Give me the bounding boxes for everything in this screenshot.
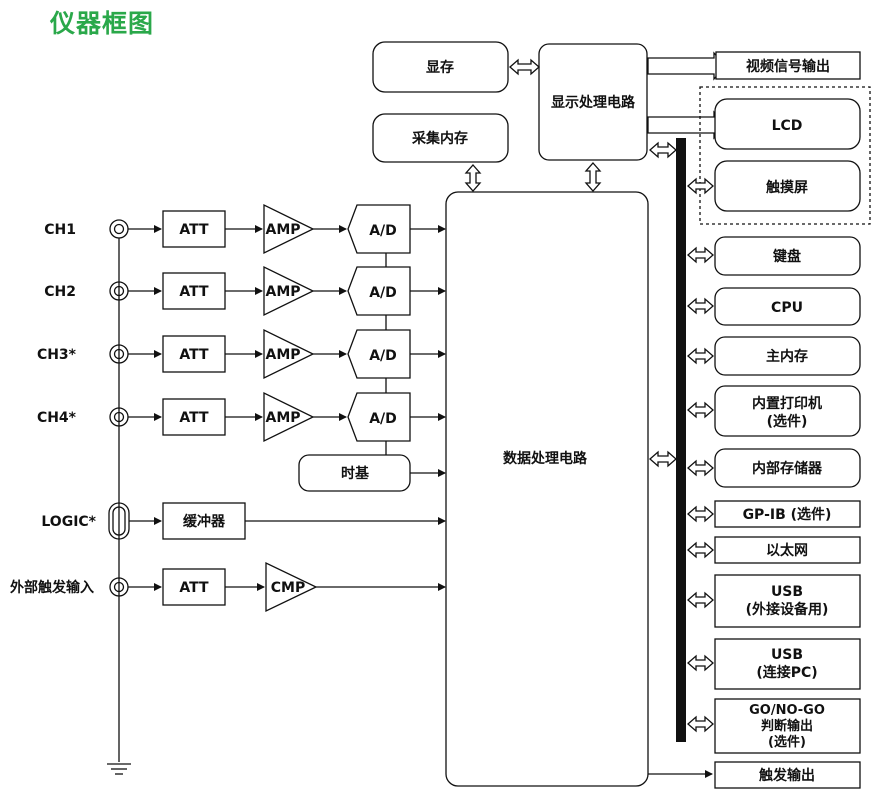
ext-att-box bbox=[162, 568, 226, 606]
video-out-box bbox=[715, 51, 861, 80]
usb-pc-label-line2: (连接PC) bbox=[756, 664, 817, 681]
keyboard-box bbox=[714, 236, 861, 276]
vram-box bbox=[372, 41, 509, 93]
cpu-label: CPU bbox=[771, 300, 803, 316]
internal-storage-box bbox=[714, 448, 861, 488]
ext-trigger-label: 外部触发输入 bbox=[10, 579, 94, 596]
acq-memory-box bbox=[372, 113, 509, 163]
gonogo-box bbox=[714, 698, 861, 754]
gpib-box bbox=[714, 500, 861, 528]
printer-label-line2: (选件) bbox=[767, 413, 808, 430]
channel-row-3 bbox=[109, 328, 446, 380]
cpu-box bbox=[714, 287, 861, 326]
peripheral-links bbox=[687, 177, 714, 733]
channel-row-1 bbox=[109, 203, 446, 255]
usb-device-label-line1: USB bbox=[771, 584, 803, 600]
att-label-1: ATT bbox=[179, 222, 209, 238]
ch1-label: CH1 bbox=[44, 222, 76, 238]
att-label-2: ATT bbox=[179, 284, 209, 300]
display-proc-box bbox=[538, 43, 648, 161]
ch4-label: CH4* bbox=[37, 410, 77, 426]
keyboard-label: 键盘 bbox=[772, 248, 801, 265]
usb-device-box bbox=[714, 574, 861, 628]
system-bus bbox=[676, 138, 686, 742]
amp-label-3: AMP bbox=[265, 347, 300, 363]
video-out-arrow bbox=[647, 51, 727, 81]
acq-memory-label: 采集内存 bbox=[411, 130, 468, 147]
amp-label-2: AMP bbox=[265, 284, 300, 300]
amp-label-4: AMP bbox=[265, 410, 300, 426]
adc-label-1: A/D bbox=[369, 223, 397, 239]
data-proc-box bbox=[445, 191, 649, 787]
buffer-box bbox=[162, 502, 246, 540]
trigger-out-box bbox=[714, 761, 861, 789]
adc-label-2: A/D bbox=[369, 285, 397, 301]
display-group bbox=[699, 86, 871, 225]
timebase-label: 时基 bbox=[341, 465, 370, 482]
amp-label-1: AMP bbox=[265, 222, 300, 238]
logic-label: LOGIC* bbox=[41, 514, 96, 530]
main-memory-box bbox=[714, 336, 861, 376]
touch-box bbox=[714, 160, 861, 212]
trigger-out-label: 触发输出 bbox=[758, 767, 815, 784]
usb-pc-label-line1: USB bbox=[771, 647, 803, 663]
buffer-label: 缓冲器 bbox=[183, 513, 226, 530]
cmp-triangle bbox=[265, 561, 318, 613]
vram-label: 显存 bbox=[426, 59, 454, 76]
ch2-label: CH2 bbox=[44, 284, 76, 300]
gonogo-label-line1: GO/NO-GO bbox=[749, 703, 825, 718]
ethernet-box bbox=[714, 536, 861, 564]
touch-label: 触摸屏 bbox=[765, 179, 808, 196]
gonogo-label-line2: 判断输出 bbox=[761, 718, 813, 734]
att-label-4: ATT bbox=[179, 410, 209, 426]
lcd-box bbox=[714, 98, 861, 150]
ext-att-label: ATT bbox=[179, 580, 209, 596]
gonogo-label-line3: (选件) bbox=[768, 734, 806, 750]
channel-row-4 bbox=[109, 391, 446, 443]
cmp-label: CMP bbox=[271, 580, 305, 596]
page-title: 仪器框图 bbox=[50, 9, 155, 38]
ch3-label: CH3* bbox=[37, 347, 77, 363]
channel-row-2 bbox=[109, 265, 446, 317]
display-proc-label: 显示处理电路 bbox=[551, 94, 636, 111]
video-out-label: 视频信号输出 bbox=[746, 58, 830, 75]
printer-box bbox=[714, 385, 861, 437]
vram-link-arrow bbox=[509, 58, 540, 76]
data-proc-label: 数据处理电路 bbox=[503, 450, 588, 467]
lcd-label: LCD bbox=[772, 118, 803, 134]
gpib-label: GP-IB (选件) bbox=[743, 506, 832, 523]
main-memory-label: 主内存 bbox=[766, 348, 808, 365]
att-label-3: ATT bbox=[179, 347, 209, 363]
printer-label-line1: 内置打印机 bbox=[752, 395, 822, 412]
internal-storage-label: 内部存储器 bbox=[752, 460, 823, 477]
usb-device-label-line2: (外接设备用) bbox=[746, 601, 829, 618]
usb-pc-box bbox=[714, 638, 861, 690]
adc-label-3: A/D bbox=[369, 348, 397, 364]
adc-label-4: A/D bbox=[369, 411, 397, 427]
ethernet-label: 以太网 bbox=[766, 542, 808, 559]
